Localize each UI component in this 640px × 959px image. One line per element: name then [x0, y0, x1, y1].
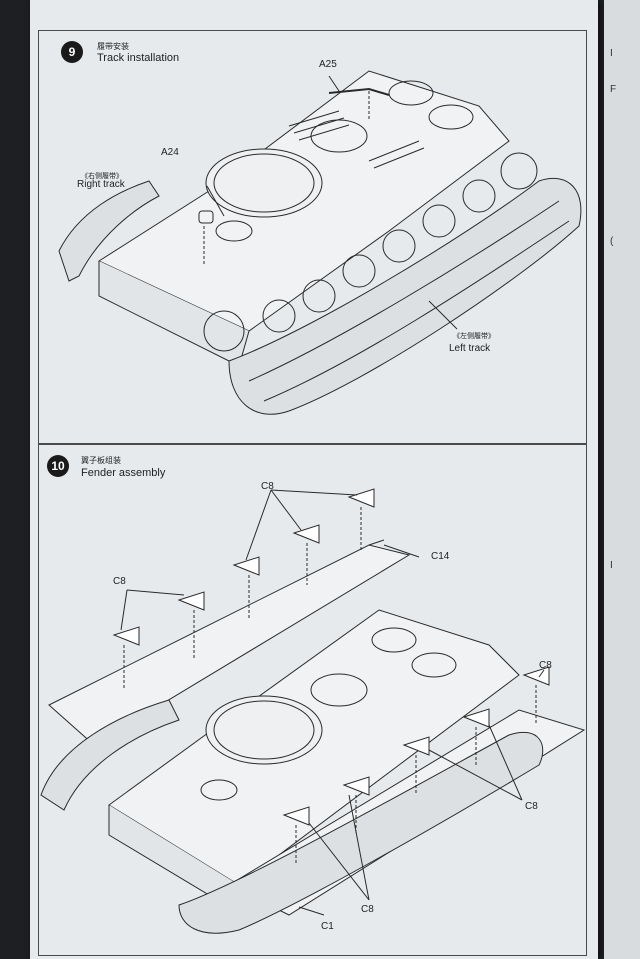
step-title-en: Fender assembly: [81, 467, 166, 479]
step-title-cn: 翼子板组装: [81, 456, 121, 465]
part-label-a24: A24: [161, 147, 179, 158]
step-9-panel: 9 履带安装 Track installation: [38, 30, 587, 444]
part-label-c8-right: C8: [525, 801, 538, 812]
step-number-badge: 10: [47, 455, 69, 477]
step-title-en: Track installation: [97, 52, 180, 64]
fender-assembly-drawing: [40, 488, 586, 934]
left-track-label-en: Left track: [449, 343, 491, 354]
part-label-c8-right-top: C8: [539, 660, 552, 671]
track-installation-drawing: [58, 70, 582, 415]
part-label-c8-bottom: C8: [361, 904, 374, 915]
step-10-panel: 10 翼子板组装 Fender assembly: [38, 444, 587, 956]
right-track-label-cn: 《右侧履带》: [81, 173, 123, 180]
part-label-c8-left: C8: [113, 576, 126, 587]
part-label-a25: A25: [319, 59, 337, 70]
right-track-label-en: Right track: [77, 179, 125, 190]
step-title-cn: 履带安装: [97, 42, 129, 51]
part-label-c8-top: C8: [261, 481, 274, 492]
step-number-badge: 9: [61, 41, 83, 63]
left-track-label-cn: 《左侧履带》: [453, 333, 495, 340]
adjacent-page-edge: I F ( I: [604, 0, 640, 959]
part-label-c1: C1: [321, 921, 334, 932]
part-label-c14: C14: [431, 551, 450, 562]
